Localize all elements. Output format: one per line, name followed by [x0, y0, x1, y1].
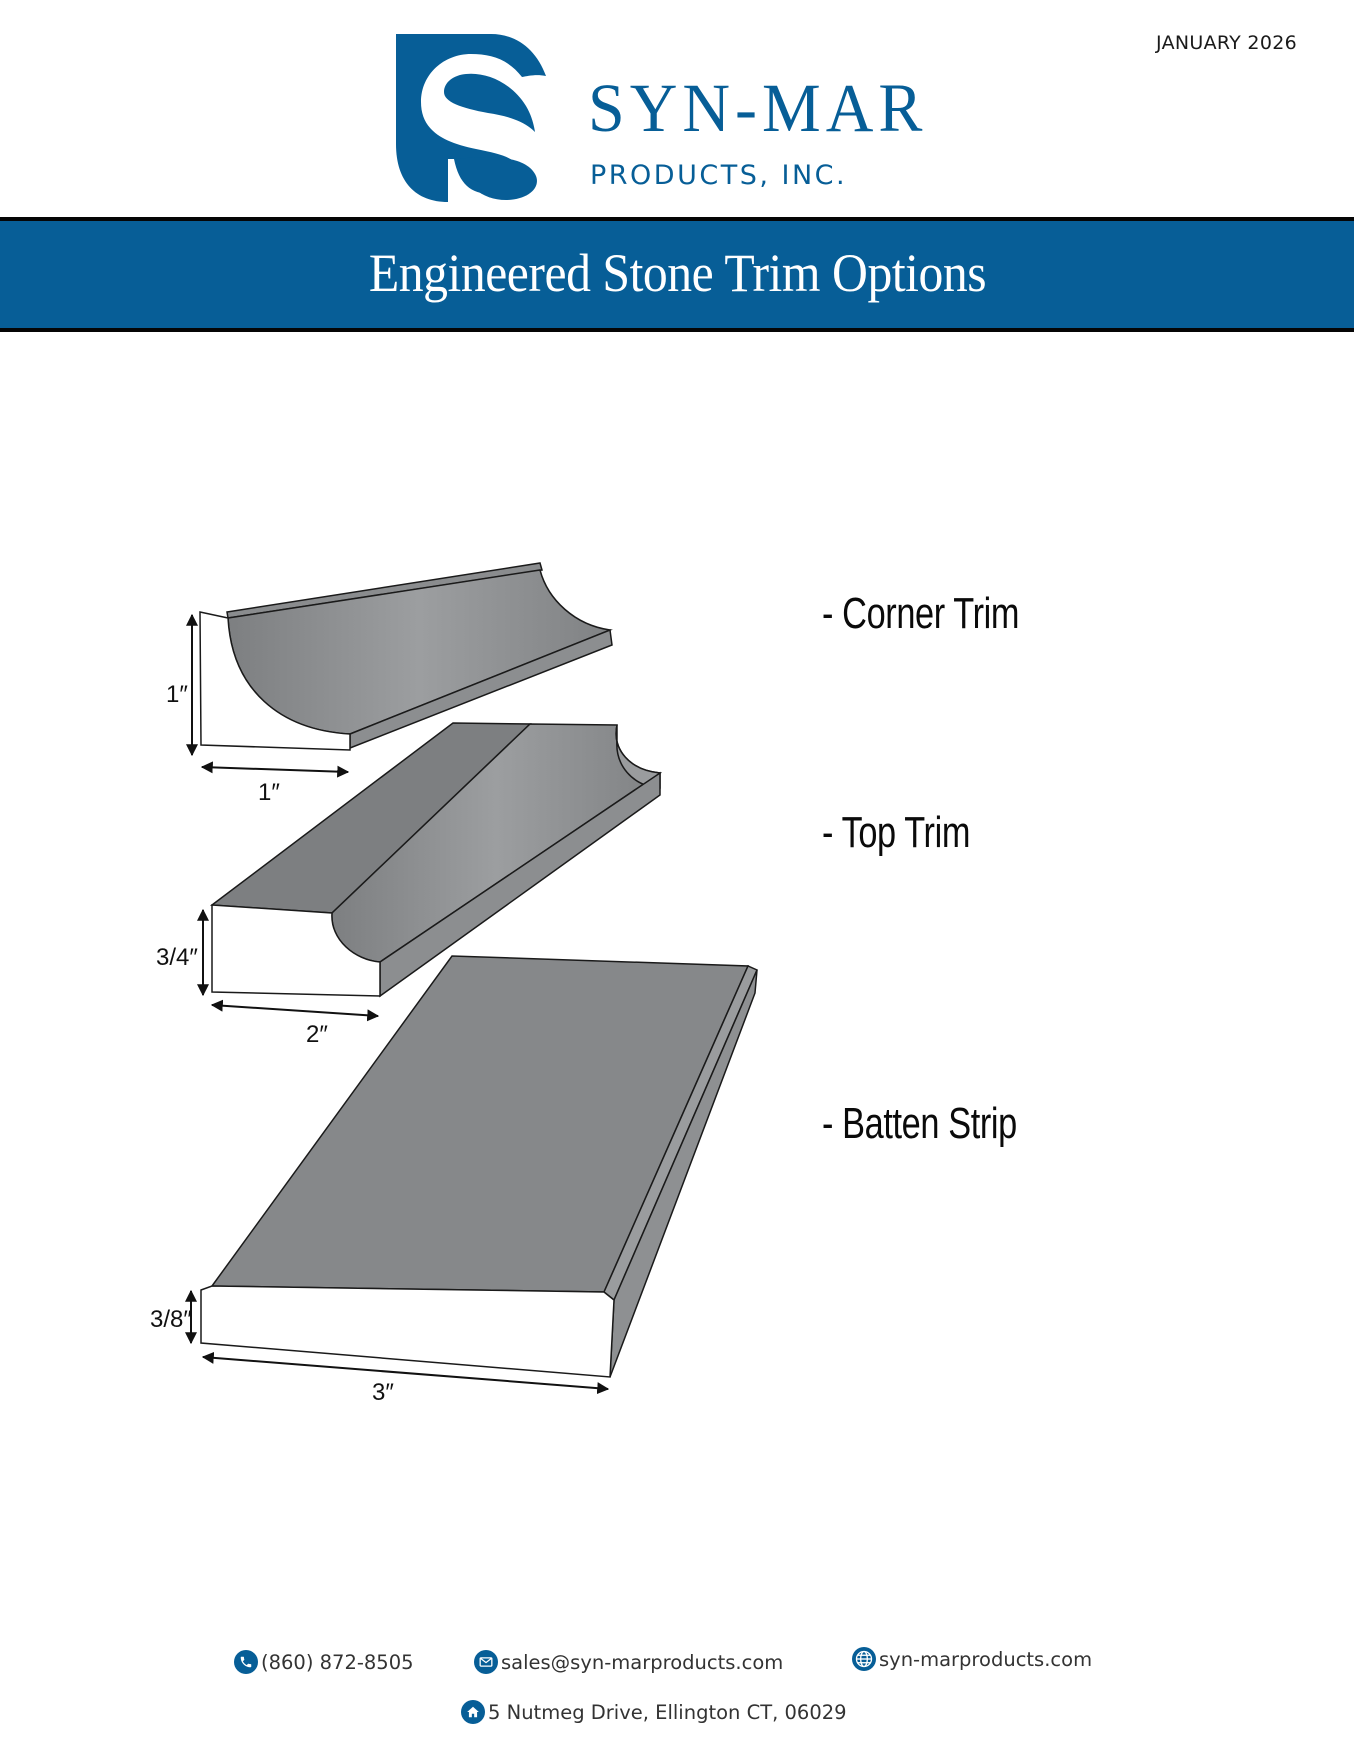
- trim-profiles-diagram: 1″ 1″ 3/4″ 2″ 3/8″ 3″: [150, 562, 758, 1406]
- contact-email[interactable]: sales@syn-marproducts.com: [474, 1650, 852, 1674]
- corner-trim-dimensions: [186, 613, 350, 778]
- title-banner: Engineered Stone Trim Options: [0, 217, 1354, 332]
- product-label-top-trim: - Top Trim: [822, 808, 971, 857]
- top-trim-profile: [209, 722, 663, 998]
- email-address: sales@syn-marproducts.com: [501, 1650, 784, 1674]
- contact-address[interactable]: 5 Nutmeg Drive, Ellington CT, 06029: [461, 1700, 847, 1724]
- phone-number: (860) 872-8505: [261, 1650, 414, 1674]
- product-label-corner-trim: - Corner Trim: [822, 589, 1020, 638]
- contact-phone[interactable]: (860) 872-8505: [234, 1650, 474, 1674]
- website-url: syn-marproducts.com: [879, 1647, 1093, 1671]
- batten-strip-profile: [200, 955, 758, 1378]
- home-icon: [461, 1700, 485, 1724]
- top-trim-dimensions: [197, 908, 380, 1022]
- batten-strip-width-label: 3″: [372, 1379, 394, 1406]
- top-trim-width-label: 2″: [306, 1021, 328, 1048]
- contact-website[interactable]: syn-marproducts.com: [852, 1647, 1092, 1671]
- company-logo: SYN-MAR PRODUCTS, INC.: [396, 34, 956, 204]
- mail-icon: [474, 1650, 498, 1674]
- globe-icon: [852, 1647, 876, 1671]
- corner-trim-profile: [199, 562, 613, 751]
- street-address: 5 Nutmeg Drive, Ellington CT, 06029: [488, 1700, 847, 1724]
- contact-row: (860) 872-8505 sales@syn-marproducts.com…: [234, 1647, 1092, 1674]
- corner-trim-height-label: 1″: [166, 681, 188, 708]
- s-monogram-logo-icon: [396, 34, 546, 202]
- address-row: 5 Nutmeg Drive, Ellington CT, 06029: [461, 1700, 847, 1724]
- page-title: Engineered Stone Trim Options: [368, 242, 986, 303]
- document-date: JANUARY 2026: [1156, 32, 1297, 54]
- batten-strip-height-label: 3/8″: [150, 1306, 192, 1333]
- company-name: SYN-MAR: [588, 70, 928, 147]
- corner-trim-width-label: 1″: [258, 779, 280, 806]
- batten-strip-dimensions: [185, 1289, 610, 1395]
- company-suffix: PRODUCTS, INC.: [590, 160, 848, 191]
- phone-icon: [234, 1650, 258, 1674]
- top-trim-height-label: 3/4″: [156, 944, 198, 971]
- product-label-batten-strip: - Batten Strip: [822, 1099, 1017, 1148]
